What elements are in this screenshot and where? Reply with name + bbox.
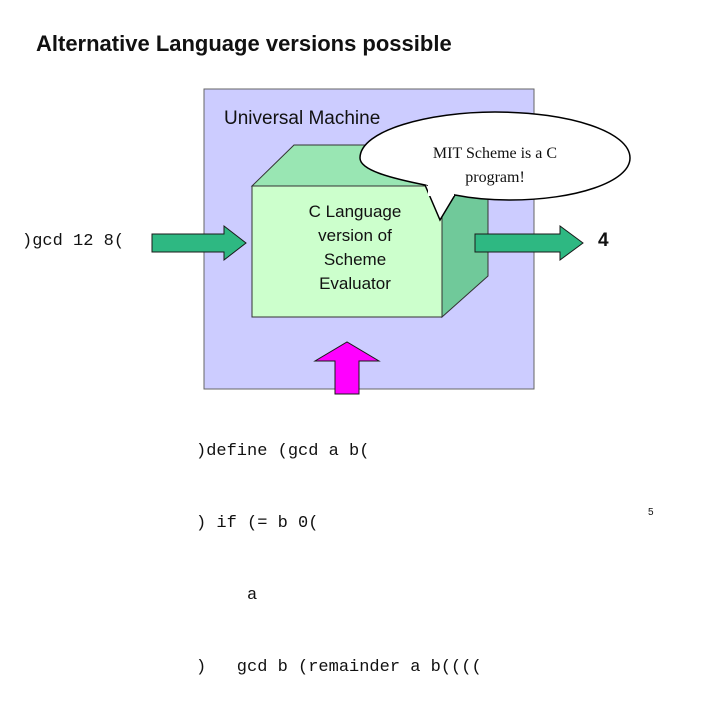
output-arrow <box>474 225 584 261</box>
slide-title: Alternative Language versions possible <box>36 31 452 56</box>
speech-bubble-line: MIT Scheme is a C <box>432 145 558 162</box>
evaluator-label-line: Scheme <box>323 250 387 269</box>
speech-bubble-text: MIT Scheme is a C program! <box>376 142 614 190</box>
diagram-canvas <box>151 88 631 395</box>
speech-bubble-line: program! <box>465 169 525 186</box>
page-number: 5 <box>648 507 654 518</box>
universal-machine-label: Universal Machine <box>224 108 381 129</box>
code-line: )define (gcd a b( <box>196 442 370 461</box>
code-line: ) if (= b 0( <box>196 514 319 533</box>
code-line: ) gcd b (remainder a b(((( <box>196 658 482 677</box>
code-line: a <box>196 586 258 605</box>
evaluator-label: C Language version of Scheme Evaluator <box>282 200 428 296</box>
input-expression: )gcd 12 8( <box>22 232 125 251</box>
code-block: )define (gcd a b( ) if (= b 0( a ) gcd b… <box>196 392 482 704</box>
evaluator-box-front <box>251 185 443 318</box>
code-input-arrow <box>313 341 381 395</box>
speech-bubble <box>359 111 631 201</box>
input-arrow <box>151 224 247 262</box>
evaluator-label-line: C Language <box>308 202 402 221</box>
output-value: 4 <box>598 230 609 251</box>
speech-bubble-tail-mask <box>428 184 454 196</box>
evaluator-label-line: version of <box>318 226 392 245</box>
evaluator-label-line: Evaluator <box>319 274 391 293</box>
